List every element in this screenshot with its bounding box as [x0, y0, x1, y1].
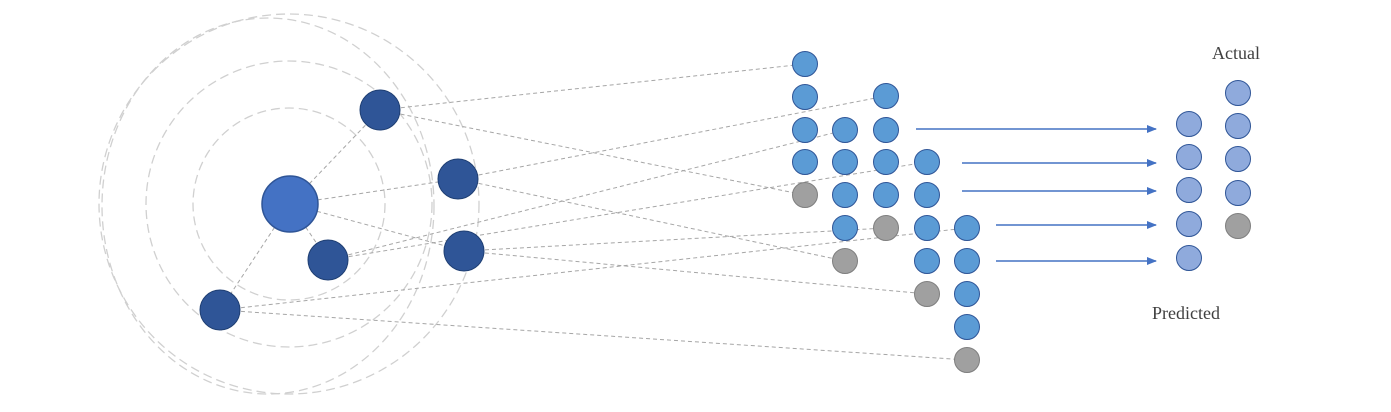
sequence-node-gray — [954, 347, 980, 373]
projection-link — [463, 227, 887, 252]
sequence-node-gray — [792, 182, 818, 208]
sequence-node — [792, 149, 818, 175]
output-columns — [1176, 80, 1251, 271]
actual-node — [1225, 180, 1251, 206]
sequence-node — [832, 215, 858, 241]
projection-link — [379, 109, 806, 196]
actual-node — [1225, 80, 1251, 106]
sequence-node — [832, 117, 858, 143]
projection-link — [219, 309, 968, 361]
sequence-node — [954, 281, 980, 307]
sequence-node — [954, 215, 980, 241]
dashed-ring — [98, 13, 480, 395]
predicted-node — [1176, 211, 1202, 237]
neighbor-node — [307, 239, 349, 281]
actual-node — [1225, 113, 1251, 139]
sequence-node — [954, 314, 980, 340]
sequence-node-gray — [832, 248, 858, 274]
predicted-node — [1176, 111, 1202, 137]
neighbor-node — [199, 289, 241, 331]
predicted-node — [1176, 177, 1202, 203]
sequence-node — [832, 182, 858, 208]
sequence-node — [914, 248, 940, 274]
sequence-node — [914, 215, 940, 241]
sequence-node — [914, 149, 940, 175]
neighbor-node — [359, 89, 401, 131]
sequence-node — [873, 83, 899, 109]
projection-link — [219, 227, 968, 311]
prediction-arrows — [916, 125, 1157, 265]
dashed-ring — [101, 17, 435, 395]
graph-edge — [289, 203, 465, 252]
sequence-node — [832, 149, 858, 175]
sequence-node — [914, 182, 940, 208]
sequence-node — [792, 51, 818, 77]
sequence-node — [873, 149, 899, 175]
actual-label: Actual — [1212, 43, 1260, 63]
sequence-node — [792, 117, 818, 143]
predicted-node — [1176, 144, 1202, 170]
sequence-node — [954, 248, 980, 274]
projection-link — [457, 95, 887, 180]
neighbor-node — [443, 230, 485, 272]
dashed-ring — [192, 107, 386, 301]
projection-link — [327, 129, 846, 261]
sequence-node-gray — [914, 281, 940, 307]
dashed-links — [219, 63, 968, 361]
center-node — [261, 175, 319, 233]
concentric-rings — [98, 13, 480, 395]
sequence-node — [873, 182, 899, 208]
sequence-node — [792, 84, 818, 110]
sequence-node — [873, 117, 899, 143]
projection-link — [457, 178, 846, 262]
actual-node — [1225, 146, 1251, 172]
predicted-label: Predicted — [1152, 303, 1220, 323]
actual-node-gray — [1225, 213, 1251, 239]
dashed-ring — [145, 60, 433, 348]
neighbor-node — [437, 158, 479, 200]
sequence-columns — [792, 51, 980, 373]
sequence-node-gray — [873, 215, 899, 241]
projection-link — [463, 250, 928, 295]
projection-link — [379, 63, 806, 111]
graph-nodes — [199, 89, 485, 331]
predicted-node — [1176, 245, 1202, 271]
projection-link — [327, 161, 928, 261]
